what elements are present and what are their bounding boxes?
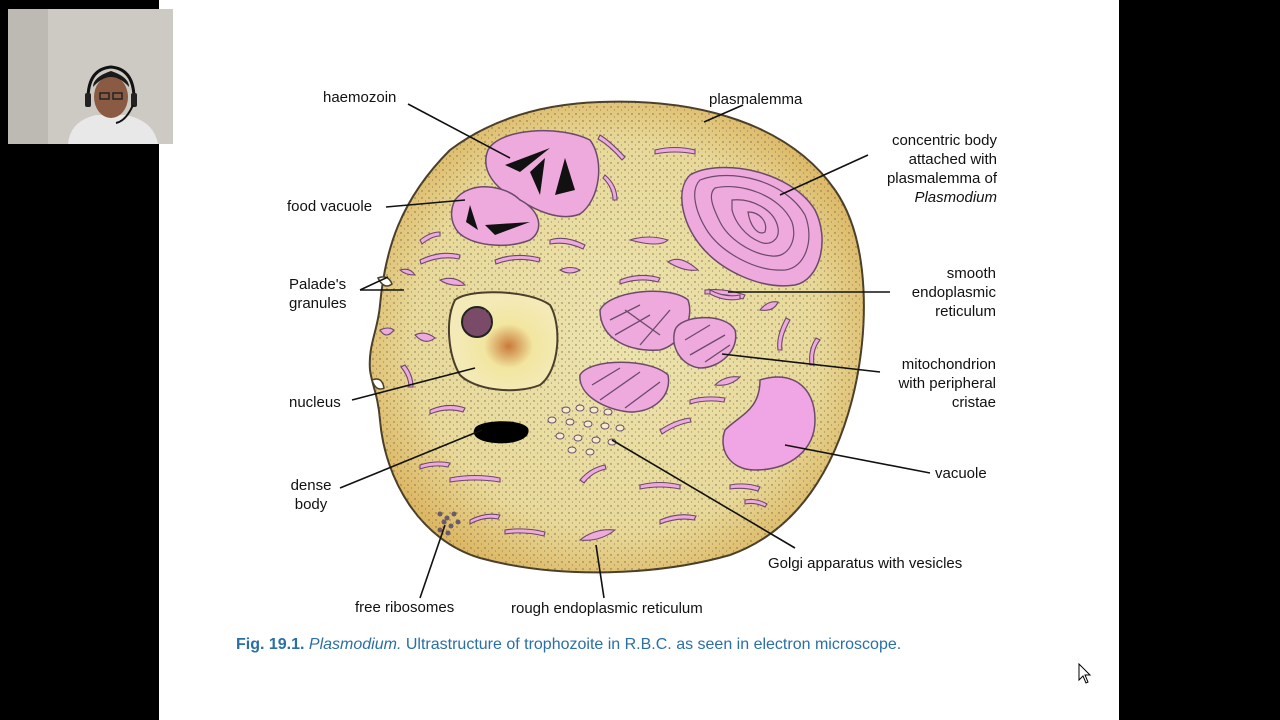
label-nucleus: nucleus [289,394,341,411]
label-mito-line-3: cristae [951,394,996,411]
label-golgi: Golgi apparatus with vesicles [768,555,963,572]
label-mito-line-2: with peripheral [898,375,996,392]
nucleus [448,291,559,392]
label-free-ribosomes: free ribosomes [355,599,455,616]
free-ribosomes [437,511,461,536]
label-rough-er: rough endoplasmic reticulum [511,600,703,617]
mitochondrion [579,361,670,413]
dense-body [473,421,529,444]
label-palade-line-2: granules [289,295,347,312]
label-dense-line-1: dense [290,477,332,494]
mouse-pointer-icon [1078,663,1092,684]
caption-text: Ultrastructure of trophozoite in R.B.C. … [405,636,902,653]
leader-lines [339,103,931,599]
concentric-body [681,166,823,287]
label-concentric-line-4: Plasmodium [914,189,997,206]
mitochondrion [673,316,737,369]
label-ser-line-3: reticulum [935,303,996,320]
label-haemozoin: haemozoin [323,89,397,106]
label-plasmalemma: plasmalemma [709,91,803,108]
label-concentric-line-3: plasmalemma of [886,170,997,187]
label-ser-line-2: endoplasmic [911,284,996,301]
label-concentric-line-1: concentric body [891,132,997,149]
food-vacuole-lower [450,186,540,247]
label-vacuole: vacuole [935,465,987,482]
label-mitochondrion: mitochondrion with peripheral cristae [876,355,996,412]
label-concentric-line-2: attached with [908,151,997,168]
caption-genus: Plasmodium. [308,636,402,653]
label-smooth-er: smooth endoplasmic reticulum [880,264,996,321]
label-concentric-body: concentric body attached with plasmalemm… [858,131,997,207]
presenter-webcam [8,9,173,144]
presenter-webcam-icon [8,9,173,144]
golgi-vesicles [547,404,625,456]
endoplasmic-reticulum [379,134,821,541]
caption-fig-number: Fig. 19.1. [236,636,305,653]
palade-granules [371,276,393,390]
label-dense-body: dense body [282,476,340,514]
label-palade-line-1: Palade's [289,276,347,293]
label-mito-line-1: mitochondrion [901,356,996,373]
label-food-vacuole: food vacuole [287,198,373,215]
label-dense-line-2: body [294,496,328,513]
label-ser-line-1: smooth [946,265,996,282]
label-palades-granules: Palade's granules [289,275,347,313]
figure-caption: Fig. 19.1. Plasmodium. Ultrastructure of… [236,636,901,654]
